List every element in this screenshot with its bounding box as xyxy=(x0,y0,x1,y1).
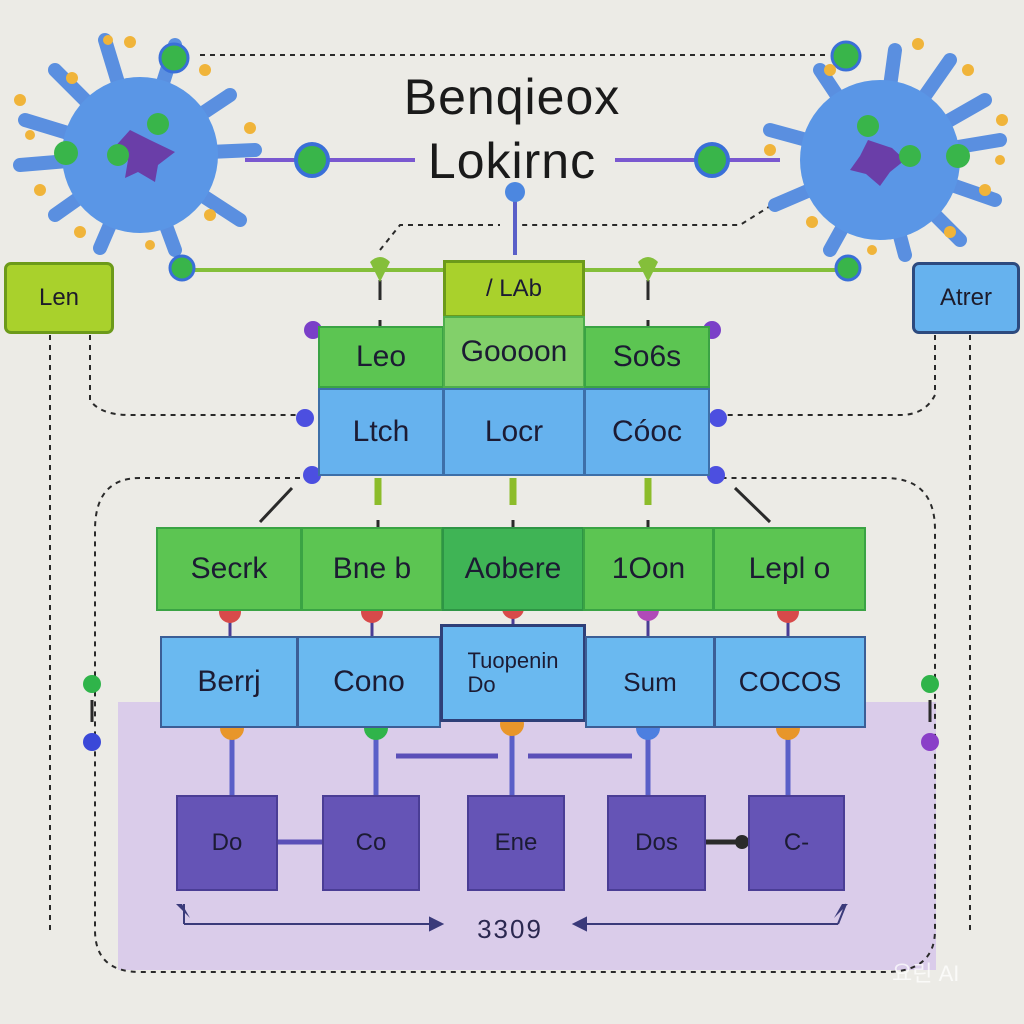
title-line-1: Benqieox xyxy=(403,69,621,125)
middle-grid-cell: 1Oon xyxy=(583,527,714,611)
bottom-box: Dos xyxy=(607,795,706,891)
title-line-2: Lokirnc xyxy=(427,133,597,189)
top-grid-cell: Locr xyxy=(443,388,585,476)
watermark: 요린 AI xyxy=(892,961,960,986)
middle-grid-cell: Secrk xyxy=(156,527,302,611)
middle-grid-cell: Berrj xyxy=(160,636,298,728)
side-label-left: Len xyxy=(4,262,114,334)
top-grid-cell: Leo xyxy=(318,326,444,388)
bottom-box: Co xyxy=(322,795,420,891)
top-label-box: / LAb xyxy=(443,260,585,318)
bottom-label: 3309 xyxy=(477,914,543,944)
bottom-box: Do xyxy=(176,795,278,891)
middle-grid-cell: Sum xyxy=(585,636,715,728)
middle-grid-cell: COCOS xyxy=(714,636,866,728)
middle-grid-cell: Aobere xyxy=(442,527,584,611)
top-grid-cell: Goooon xyxy=(443,316,585,388)
middle-grid-cell: Lepl o xyxy=(713,527,866,611)
virus-left-icon xyxy=(13,33,330,282)
bottom-box: C- xyxy=(748,795,845,891)
virus-right-icon xyxy=(694,38,1008,282)
bottom-box: Ene xyxy=(467,795,565,891)
middle-grid-cell: Bne b xyxy=(301,527,443,611)
top-grid-cell: So6s xyxy=(584,326,710,388)
middle-grid-cell: Tuopenin Do xyxy=(440,624,586,722)
side-label-right: Atrer xyxy=(912,262,1020,334)
top-grid-cell: Cóoc xyxy=(584,388,710,476)
middle-grid-cell: Cono xyxy=(297,636,441,728)
top-grid-cell: Ltch xyxy=(318,388,444,476)
